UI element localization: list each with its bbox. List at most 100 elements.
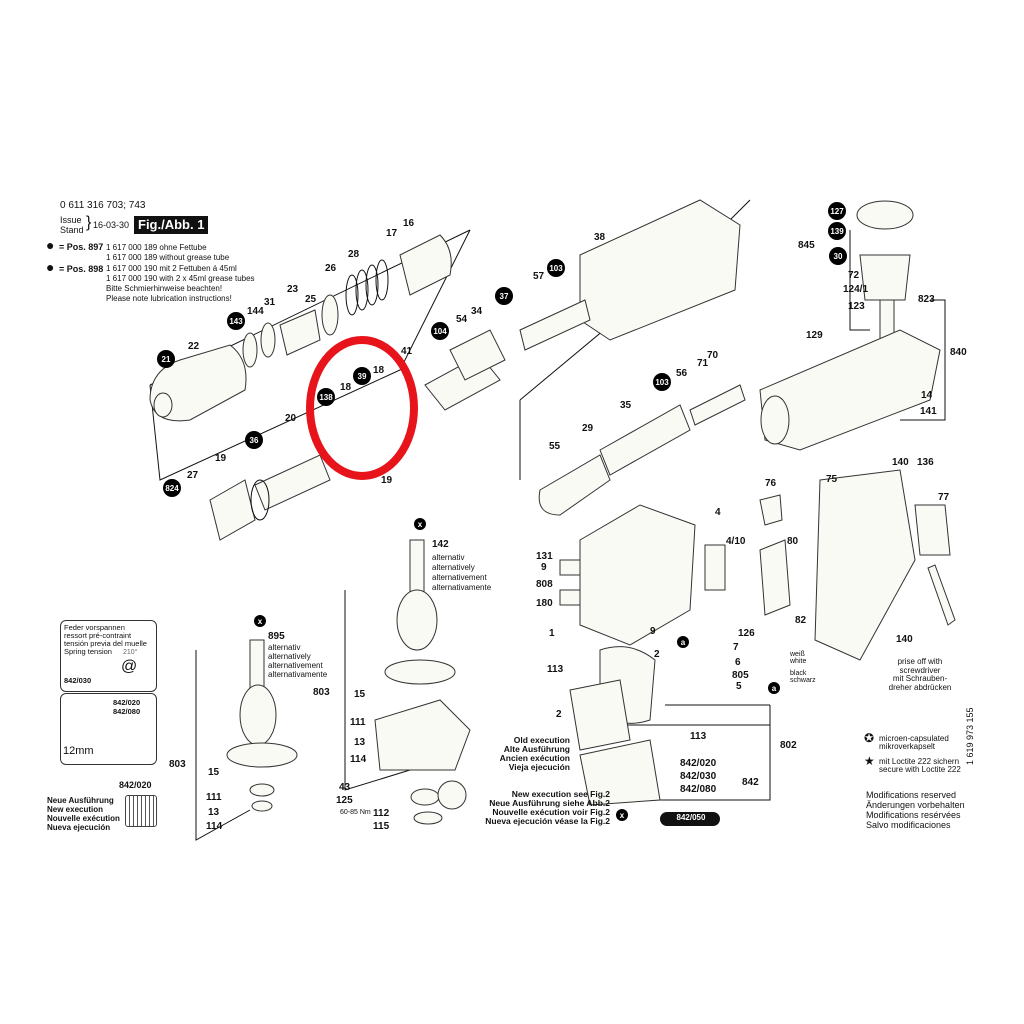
note-line: Nouvelle exécution <box>47 814 120 823</box>
part-callout: 144 <box>247 306 264 317</box>
part-callout: 803 <box>313 687 330 698</box>
chuck-assembly <box>149 234 506 541</box>
part-callout: 142 <box>432 539 449 550</box>
part-callout: 80 <box>787 536 799 547</box>
part-callout: 75 <box>826 474 838 485</box>
brush-holder-icon <box>125 795 157 827</box>
circled-callouts: 143 21 39 138 36 824 103 37 104 103 127 … <box>157 202 847 822</box>
note-line: Salvo modificaciones <box>866 820 951 830</box>
part-callout: 56 <box>676 368 688 379</box>
note-line: alternativement <box>268 661 323 670</box>
part-callout: 141 <box>920 406 937 417</box>
part-callout: 136 <box>917 457 934 468</box>
legend-microencapsulated-de: mikroverkapselt <box>879 742 936 751</box>
new-execution-fig2: New execution see Fig.2 Neue Ausführung … <box>460 790 610 826</box>
note-line: 1 617 000 190 mit 2 Fettuben á 45ml <box>106 264 237 273</box>
part-callout: 5 <box>736 681 742 692</box>
part-callout: a <box>772 684 777 693</box>
part-callout: 845 <box>798 240 815 251</box>
part-callout: 76 <box>765 478 777 489</box>
part-callout: 77 <box>938 492 950 503</box>
note-line: alternatively <box>432 563 475 572</box>
callout: 127 <box>830 207 844 216</box>
note-line: alternativement <box>432 573 487 582</box>
part-callout: a <box>681 638 686 647</box>
part-callout: 113 <box>547 664 564 675</box>
part-callout: 25 <box>305 294 317 305</box>
pos-898: = Pos. 898 <box>59 264 104 274</box>
part-callout: 14 <box>921 390 933 401</box>
part-callout: 19 <box>215 453 227 464</box>
note-line: Änderungen vorbehalten <box>866 800 965 810</box>
note-line: alternativamente <box>432 583 492 592</box>
part-callout: 4 <box>715 507 721 518</box>
marker-circles: a a x x x <box>254 518 780 821</box>
callout: 37 <box>500 292 509 301</box>
part-callout: 57 <box>533 271 545 282</box>
part-callout: 840 <box>950 347 967 358</box>
part-callout: 2 <box>654 649 660 660</box>
prise-note: prise off with screwdriver mit Schrauben… <box>880 657 960 692</box>
armatures <box>226 539 471 825</box>
part-callout: 70 <box>707 350 719 361</box>
stand-label: Stand <box>60 225 84 235</box>
cylinder-assembly <box>519 199 746 516</box>
note-line: Feder vorspannen <box>64 623 125 632</box>
model-number: 0 611 316 703; 743 <box>60 200 146 211</box>
legend-microencapsulated: microen-capsulated <box>879 734 949 743</box>
callout: 139 <box>830 227 844 236</box>
figure-label: Fig./Abb. 1 <box>134 216 209 234</box>
note-line: Nouvelle exécution voir Fig.2 <box>492 807 610 817</box>
part-callout: 112 <box>373 808 390 819</box>
note-line: alternatively <box>268 652 311 661</box>
part-842-020-new: 842/020 <box>119 780 152 790</box>
callout: 39 <box>358 372 367 381</box>
part-callout: 23 <box>287 284 299 295</box>
callout: 30 <box>834 252 843 261</box>
issue-date: 16-03-30 <box>93 220 130 230</box>
part-callout: 15 <box>354 689 366 700</box>
part-842-080: 842/080 <box>113 707 141 716</box>
note-line: Neue Ausführung <box>47 796 114 805</box>
part-842-020-brush: 842/020 <box>680 758 717 769</box>
old-execution-note: Old execution Alte Ausführung Ancien exé… <box>470 736 570 772</box>
part-callout: 895 <box>268 631 285 642</box>
part-callout: 114 <box>206 821 223 832</box>
modifications-note: Modifications reserved Änderungen vorbeh… <box>866 790 965 830</box>
part-callout: 31 <box>264 297 276 308</box>
note-line: Vieja ejecución <box>508 762 570 772</box>
spiral-spring-icon: @ <box>121 658 138 675</box>
part-842-080-brush: 842/080 <box>680 784 717 795</box>
note-line: Modifications resérvées <box>866 810 961 820</box>
note-line: Alte Ausführung <box>503 744 570 754</box>
part-callout: 180 <box>536 598 553 609</box>
note-line: screwdriver <box>899 665 941 675</box>
part-callout: 27 <box>187 470 199 481</box>
note-line: Spring tension <box>64 647 112 656</box>
part-callout: 802 <box>780 740 797 751</box>
part-callout: 9 <box>650 626 656 637</box>
gear-housing <box>759 200 956 661</box>
note-line: ressort pré-contraint <box>64 631 132 640</box>
part-callout: 13 <box>354 737 366 748</box>
part-callout: 41 <box>401 346 413 357</box>
highlight-circle <box>306 336 418 480</box>
part-842-030: 842/030 <box>64 676 92 685</box>
part-callout: 18 <box>340 382 352 393</box>
note-line: Neue Ausführung siehe Abb.2 <box>489 798 610 808</box>
part-callout: 54 <box>456 314 468 325</box>
note-line: Ancien exécution <box>499 753 570 763</box>
part-callout: 15 <box>208 767 220 778</box>
callout-842-050: 842/050 <box>677 813 706 822</box>
part-callout: 28 <box>348 249 360 260</box>
part-callout: 6 <box>735 657 741 668</box>
note-line: alternativ <box>268 643 301 652</box>
part-842-020: 842/020 <box>113 698 141 707</box>
spring-tension-box: Feder vorspannen ressort pré-contraint t… <box>60 620 157 692</box>
bracket: } <box>86 214 92 231</box>
part-callout: 126 <box>738 628 755 639</box>
callout: 21 <box>162 355 171 364</box>
part-callout: 19 <box>381 475 393 486</box>
callout: 824 <box>165 484 179 493</box>
part-callout: 13 <box>208 807 220 818</box>
